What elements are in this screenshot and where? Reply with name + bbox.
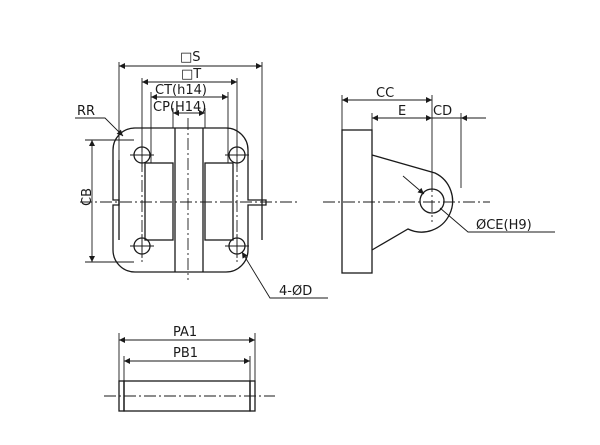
dim-rr: RR [75, 104, 124, 137]
dim-cb: CB [80, 139, 134, 263]
front-lug-right [204, 162, 234, 241]
dim-t: □T [141, 67, 238, 145]
dim-cd-label: CD [433, 104, 452, 119]
dim-pa1: PA1 [118, 325, 256, 381]
dim-cc: CC [341, 86, 433, 190]
dim-cb-label: CB [80, 188, 95, 206]
pin-view [104, 380, 275, 412]
side-base-plate [341, 129, 373, 274]
side-arm [371, 154, 454, 251]
dim-pb1-label: PB1 [173, 346, 198, 361]
dim-pa1-label: PA1 [173, 325, 197, 340]
side-view [323, 129, 490, 274]
dim-ct-label: CT(h14) [155, 83, 207, 98]
pin-end-right [249, 380, 256, 412]
front-view [80, 118, 300, 280]
dim-cp-label: CP(H14) [153, 100, 206, 115]
dim-cd: CD [432, 104, 486, 188]
pin-end-left [118, 380, 125, 412]
dim-s-label: □S [180, 50, 201, 65]
dim-ct: CT(h14) [150, 83, 229, 163]
front-lug-left [144, 162, 174, 241]
dim-cc-label: CC [376, 86, 394, 101]
dim-rr-label: RR [77, 104, 95, 119]
dim-ce: ØCE(H9) [402, 175, 555, 233]
front-plate-outline [112, 127, 267, 273]
dim-cp: CP(H14) [153, 100, 206, 128]
dim-t-label: □T [181, 67, 201, 82]
dim-pb1: PB1 [123, 346, 251, 381]
dim-e: E [371, 104, 432, 130]
dim-ce-label: ØCE(H9) [476, 218, 532, 233]
dim-s: □S [118, 50, 263, 160]
dim-e-label: E [398, 104, 406, 119]
dim-d: 4-ØD [241, 251, 328, 299]
dim-d-label: 4-ØD [279, 284, 312, 299]
